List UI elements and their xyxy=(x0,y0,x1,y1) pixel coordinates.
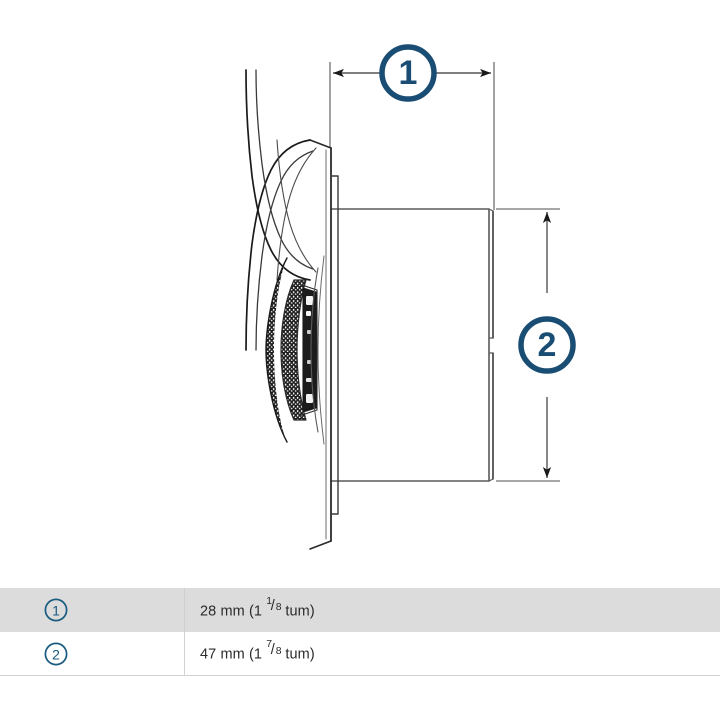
legend-2-unit: tum) xyxy=(285,646,315,663)
device-rear-housing xyxy=(330,208,494,482)
callout-1-label: 1 xyxy=(399,54,418,92)
legend-key-1: 1 xyxy=(0,588,185,632)
badge-2-label: 2 xyxy=(52,646,60,662)
badge-icon-1: 1 xyxy=(44,598,68,622)
technical-diagram: 1 2 xyxy=(245,44,576,550)
table-row: 1 28 mm (1 1/8 tum) xyxy=(0,588,720,632)
legend-1-fraction: 1/8 xyxy=(266,596,282,616)
badge-icon-2: 2 xyxy=(44,642,68,665)
legend-1-slash: / xyxy=(270,598,275,615)
legend-1-numerator: 1 xyxy=(266,595,273,607)
callout-marker-1: 1 xyxy=(379,44,437,102)
legend-key-2: 2 xyxy=(0,632,185,675)
legend-value-1: 28 mm (1 1/8 tum) xyxy=(185,596,720,620)
legend-2-open: (1 xyxy=(248,646,263,663)
table-row: 2 47 mm (1 7/8 tum) xyxy=(0,632,720,676)
dimension-legend-table: 1 28 mm (1 1/8 tum) 2 47 mm (1 7/8 tum) xyxy=(0,588,720,676)
callout-marker-2: 2 xyxy=(518,316,576,374)
device-trim-ring xyxy=(310,255,325,445)
legend-2-denominator: 8 xyxy=(275,645,282,657)
legend-1-open: (1 xyxy=(248,603,263,620)
legend-1-mm: 28 mm xyxy=(200,603,245,620)
device-center-strip xyxy=(298,283,318,417)
legend-2-numerator: 7 xyxy=(266,639,273,651)
badge-1-label: 1 xyxy=(52,603,60,619)
legend-2-mm: 47 mm xyxy=(200,646,245,663)
legend-2-slash: / xyxy=(270,641,275,658)
diagram-svg: 1 2 xyxy=(245,44,576,550)
dimension-1-group: 1 xyxy=(329,44,495,210)
legend-value-2: 47 mm (1 7/8 tum) xyxy=(185,639,720,663)
device-grille-mesh xyxy=(280,279,307,421)
device-cone-shading xyxy=(265,257,288,443)
callout-2-label: 2 xyxy=(538,326,557,364)
legend-2-fraction: 7/8 xyxy=(266,639,282,659)
dimension-2-group: 2 xyxy=(496,208,576,482)
legend-1-unit: tum) xyxy=(285,603,315,620)
device-flange-plate xyxy=(309,139,339,550)
device-drawing xyxy=(245,69,494,550)
legend-1-denominator: 8 xyxy=(275,602,282,614)
